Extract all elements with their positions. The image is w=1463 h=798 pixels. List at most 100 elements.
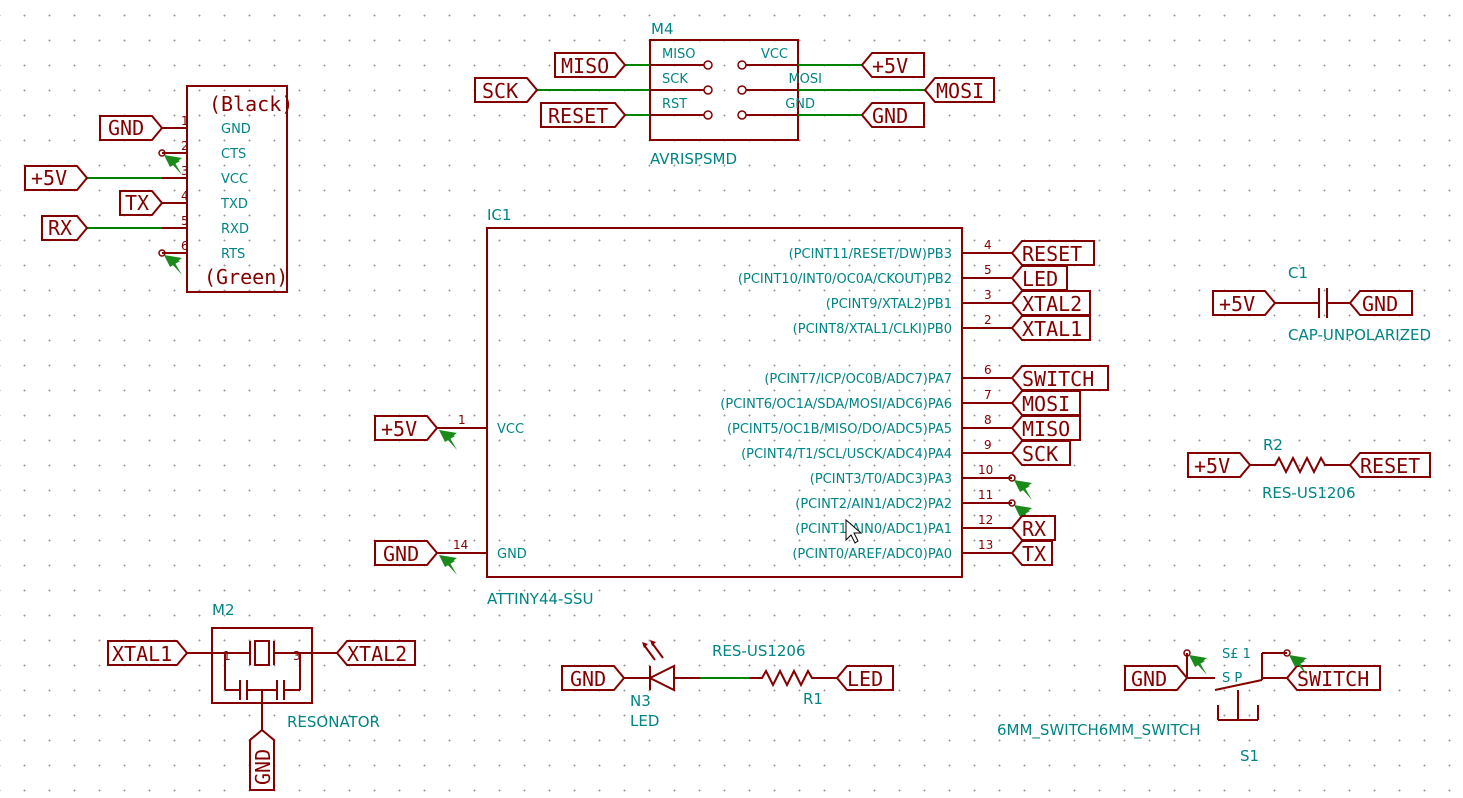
res-ref: R2 xyxy=(1263,436,1283,454)
net-label-text: LED xyxy=(847,667,883,691)
net-label-sck[interactable] xyxy=(474,77,539,103)
net-label-5v[interactable] xyxy=(860,52,925,78)
ic-pin-row[interactable]: 9 (PCINT4/T1/SCL/USCK/ADC4)PA4 SCK xyxy=(741,438,1071,466)
led-n3[interactable]: GND N3 LED xyxy=(561,640,700,730)
unconnected-pin-arrow-icon xyxy=(158,149,182,175)
net-label-switch[interactable] xyxy=(1010,365,1109,391)
net-label-text: TX xyxy=(1022,542,1046,566)
net-label-text: TX xyxy=(125,191,149,215)
net-label-miso[interactable] xyxy=(1010,415,1081,441)
net-label-5v[interactable] xyxy=(1187,452,1252,478)
net-label-gnd[interactable] xyxy=(1348,290,1413,316)
ic-pin-row[interactable]: 7 (PCINT6/OC1A/SDA/MOSI/ADC6)PA6 MOSI xyxy=(720,388,1081,416)
ftdi-pin-name: TXD xyxy=(220,197,248,212)
ic-pin-num: 3 xyxy=(984,288,992,302)
ic-pin-num: 13 xyxy=(978,538,993,552)
ic-pin-num: 2 xyxy=(984,313,992,327)
resonator-pin-num: 1 xyxy=(223,649,231,663)
ic-pin-row[interactable]: 5 (PCINT10/INT0/OC0A/CKOUT)PB2 LED xyxy=(738,263,1068,291)
net-label-5v[interactable] xyxy=(1212,290,1277,316)
capacitor-c1[interactable]: C1 +5V GND CAP-UNPOLARIZED xyxy=(1212,264,1431,344)
net-label-text: SCK xyxy=(1022,442,1058,466)
net-label-reset[interactable] xyxy=(1348,452,1431,478)
isp-header[interactable]: M4 AVRISPSMD MISO SCK RST VCC MOSI GND M… xyxy=(474,20,995,168)
net-label-gnd[interactable] xyxy=(249,728,275,791)
net-label-led[interactable] xyxy=(835,665,894,691)
net-label-gnd[interactable] xyxy=(99,115,164,141)
net-label-5v[interactable] xyxy=(24,165,89,191)
ic-pin-row[interactable]: 4 (PCINT11/RESET/DW)PB3 RESET xyxy=(789,238,1095,266)
led-ref: N3 xyxy=(630,692,651,710)
ic-pin-row[interactable]: 3 (PCINT9/XTAL2)PB1 XTAL2 xyxy=(826,288,1091,316)
ic-pin-row[interactable]: 2 (PCINT8/XTAL1/CLKI)PB0 XTAL1 xyxy=(793,313,1091,341)
net-label-reset[interactable] xyxy=(1010,240,1095,266)
net-label-xtal1[interactable] xyxy=(107,640,189,666)
net-label-gnd[interactable] xyxy=(1124,665,1189,691)
net-label-text: +5V xyxy=(1194,454,1230,478)
net-label-5v[interactable] xyxy=(374,415,439,441)
ic-pin-num: 8 xyxy=(984,413,992,427)
net-label-text: SWITCH xyxy=(1022,367,1094,391)
cap-ref: C1 xyxy=(1288,264,1308,282)
ic-pin-row[interactable]: 12 (PCINT1/AIN0/ADC1)PA1 RX xyxy=(795,513,1056,541)
ic-pin-row[interactable]: 8 (PCINT5/OC1B/MISO/DO/ADC5)PA5 MISO xyxy=(727,413,1081,441)
net-label-tx[interactable] xyxy=(119,190,164,216)
net-label-text: RX xyxy=(1022,517,1046,541)
net-label-text: +5V xyxy=(381,417,417,441)
net-label-text: MOSI xyxy=(1022,392,1070,416)
ic-pin-row[interactable]: 6 (PCINT7/ICP/OC0B/ADC7)PA7 SWITCH xyxy=(764,363,1109,391)
ic-pin-row[interactable]: 13 (PCINT0/AREF/ADC0)PA0 TX xyxy=(792,538,1053,566)
ic-pin-row[interactable]: 10 (PCINT3/T0/ADC3)PA3 xyxy=(810,463,1032,500)
net-label-miso[interactable] xyxy=(554,52,627,78)
net-label-xtal1[interactable] xyxy=(1010,315,1091,341)
resonator-ref: M2 xyxy=(212,601,235,619)
ftdi-pin-name: RTS xyxy=(221,247,245,262)
net-label-led[interactable] xyxy=(1010,265,1068,291)
ic-pin-name: (PCINT8/XTAL1/CLKI)PB0 xyxy=(793,322,952,337)
attiny44[interactable]: IC1 ATTINY44-SSU 1 VCC +5V 14 GND GND 4 … xyxy=(374,206,1109,608)
resonator-pin-num: 3 xyxy=(293,649,301,663)
net-label-rx[interactable] xyxy=(1010,515,1056,541)
pin-connection-arrow-icon xyxy=(439,430,457,450)
net-label-switch[interactable] xyxy=(1285,665,1381,691)
net-label-xtal2[interactable] xyxy=(1010,290,1091,316)
net-label-text: GND xyxy=(872,104,908,128)
net-label-tx[interactable] xyxy=(1010,540,1053,566)
net-label-text: RESET xyxy=(1022,242,1082,266)
resistor-r1[interactable]: RES-US1206 R1 LED xyxy=(712,642,894,708)
ic-pin-name: (PCINT0/AREF/ADC0)PA0 xyxy=(792,547,952,562)
ic-pin-num: 1 xyxy=(458,413,466,427)
net-label-gnd[interactable] xyxy=(374,540,439,566)
resonator-m2[interactable]: M2 XTAL1 1 3 XTAL2 RESONATOR GND xyxy=(107,601,416,791)
switch-s1[interactable]: GND S£ 1 S P SWITCH 6MM_SWITCH6MM_SWITCH… xyxy=(997,647,1381,765)
ftdi-pin-name: GND xyxy=(221,122,251,137)
ftdi-pin-name: RXD xyxy=(221,222,249,237)
isp-pin-name: RST xyxy=(662,97,687,112)
net-label-text: +5V xyxy=(31,166,67,190)
net-label-sck[interactable] xyxy=(1010,440,1071,466)
ic-pin-num: 10 xyxy=(978,463,993,477)
net-label-mosi[interactable] xyxy=(923,77,995,103)
net-label-gnd[interactable] xyxy=(561,665,626,691)
net-label-reset[interactable] xyxy=(540,102,627,128)
ftdi-header[interactable]: (Black) (Green) 1 GND GND 2 CTS 3 VCC +5… xyxy=(24,85,293,293)
ic-ref: IC1 xyxy=(487,206,511,224)
net-label-gnd[interactable] xyxy=(860,102,925,128)
net-label-xtal2[interactable] xyxy=(335,640,416,666)
net-label-text: GND xyxy=(108,116,144,140)
ic-pin-row[interactable]: 11 (PCINT2/AIN1/ADC2)PA2 xyxy=(795,488,1032,525)
resonator-value: RESONATOR xyxy=(287,713,380,731)
mouse-cursor-icon xyxy=(845,518,863,544)
net-label-text: MISO xyxy=(1022,417,1070,441)
isp-pin-name: MISO xyxy=(662,47,696,62)
switch-pin-label: S P xyxy=(1222,671,1242,686)
cap-value: CAP-UNPOLARIZED xyxy=(1288,326,1431,344)
net-label-text: GND xyxy=(383,542,419,566)
ic-pin-name: GND xyxy=(497,547,527,562)
ftdi-pin-name: VCC xyxy=(221,172,248,187)
resistor-r2[interactable]: R2 +5V RESET RES-US1206 xyxy=(1187,436,1431,502)
unconnected-pin-arrow-icon xyxy=(1183,649,1207,675)
net-label-mosi[interactable] xyxy=(1010,390,1081,416)
net-label-rx[interactable] xyxy=(41,215,89,241)
